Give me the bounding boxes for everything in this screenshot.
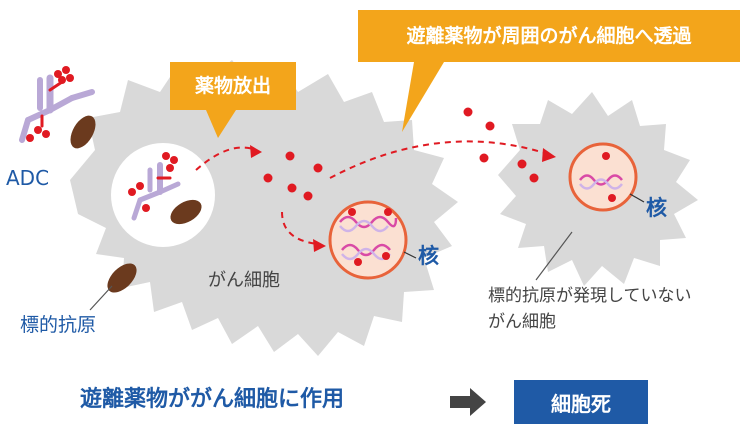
result-cell-death: 細胞死	[514, 380, 648, 424]
arrow-release	[195, 146, 257, 171]
arrow-to-nucleus	[281, 211, 319, 245]
dna-2	[579, 174, 623, 190]
label-non-expressing-line2: がん細胞	[488, 312, 556, 332]
adc-payload-internalized	[128, 152, 178, 212]
dna-1	[339, 215, 398, 261]
bottom-arrow-icon	[450, 388, 486, 416]
callout-release-tail	[206, 110, 236, 138]
antigen-leader-line	[89, 285, 113, 311]
free-drug-between-cells	[463, 107, 539, 183]
callout-drug-release: 薬物放出	[170, 62, 296, 110]
callout-bystander-tail	[402, 62, 444, 132]
label-adc: ADC	[6, 166, 50, 190]
arrow-bystander	[329, 140, 549, 179]
label-non-expressing-line1: 標的抗原が発現していない	[488, 286, 692, 306]
label-cancer-cell: がん細胞	[208, 270, 280, 291]
nucleus-2	[568, 142, 638, 212]
nucleus-1-drug	[348, 208, 392, 266]
arrow-to-nucleus-head	[313, 239, 326, 252]
nucleus-1	[328, 200, 408, 280]
adc-antibody-outside	[19, 74, 95, 143]
antigen-outside	[70, 115, 96, 149]
antigen-membrane	[107, 263, 137, 293]
free-drug-large-cell	[263, 151, 323, 201]
nucleus-2-leader	[629, 193, 645, 203]
label-nucleus-1: 核	[418, 244, 439, 268]
callout-bystander: 遊離薬物が周囲のがん細胞へ透過	[358, 10, 740, 62]
nucleus-2-drug	[602, 152, 616, 202]
statement-text: 遊離薬物ががん細胞に作用	[80, 387, 345, 412]
adc-antibody-internalized	[131, 162, 181, 221]
label-antigen: 標的抗原	[20, 314, 97, 336]
nucleus-1-leader	[403, 251, 417, 259]
antigen-internalized	[170, 199, 202, 225]
cancer-cell-large	[70, 60, 458, 356]
adc-payload-outside	[26, 66, 74, 142]
arrow-release-head	[250, 145, 262, 158]
non-expressing-leader	[535, 231, 573, 281]
arrow-bystander-head	[542, 148, 556, 162]
label-nucleus-2: 核	[646, 196, 667, 220]
